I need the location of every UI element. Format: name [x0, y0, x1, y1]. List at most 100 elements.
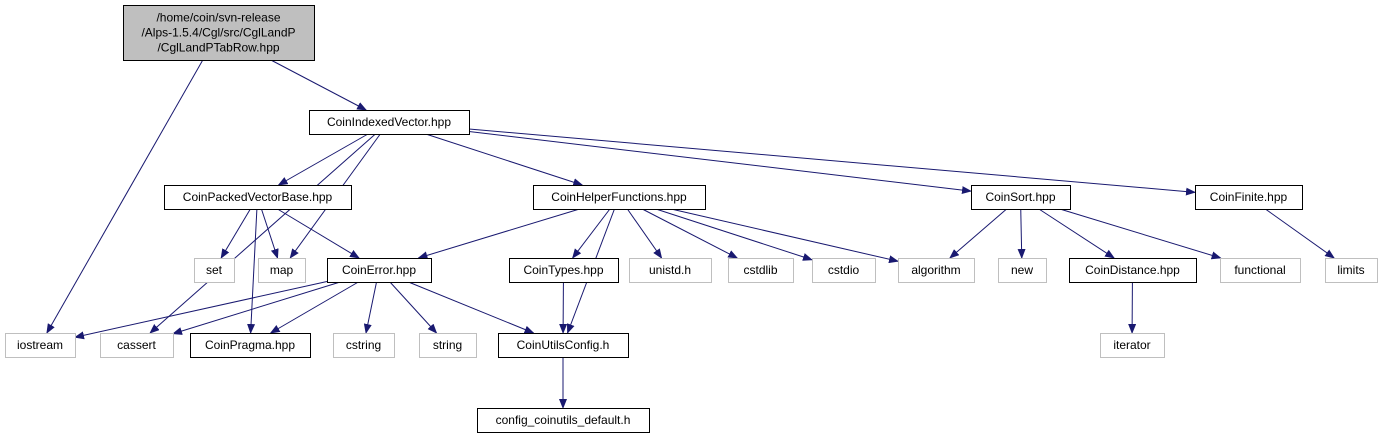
node-box	[971, 185, 1071, 210]
edge-coin-sort-to-new	[1017, 208, 1026, 259]
node-label: functional	[1234, 263, 1285, 277]
edge-root-to-iostream	[46, 59, 204, 334]
nodes-layer: /home/coin/svn-release/Alps-1.5.4/Cgl/sr…	[5, 5, 1378, 433]
node-label: CoinDistance.hpp	[1085, 263, 1180, 277]
node-box	[533, 185, 706, 210]
node-limits: limits	[1325, 258, 1378, 283]
node-label: CoinError.hpp	[342, 263, 416, 277]
node-box	[1100, 333, 1165, 358]
node-label: CoinTypes.hpp	[523, 263, 603, 277]
node-box	[998, 258, 1047, 283]
node-coin-sort[interactable]: CoinSort.hpp	[971, 185, 1071, 210]
edge-coin-helper-functions-to-coin-error	[417, 208, 580, 260]
node-coin-indexed-vector[interactable]: CoinIndexedVector.hpp	[309, 110, 470, 135]
edge-coin-error-to-string	[389, 281, 438, 334]
node-coin-utils-config[interactable]: CoinUtilsConfig.h	[498, 333, 629, 358]
node-label: config_coinutils_default.h	[496, 413, 631, 427]
edge-coin-sort-to-coin-distance	[1038, 208, 1115, 259]
node-iostream: iostream	[5, 333, 76, 358]
node-coin-pragma[interactable]: CoinPragma.hpp	[190, 333, 311, 358]
node-new: new	[998, 258, 1047, 283]
node-coin-finite[interactable]: CoinFinite.hpp	[1195, 185, 1303, 210]
edge-root-to-coin-indexed-vector	[270, 59, 368, 111]
node-box	[728, 258, 794, 283]
node-label: cstring	[346, 338, 381, 352]
node-label: CoinPragma.hpp	[205, 338, 295, 352]
node-box	[1195, 185, 1303, 210]
node-cstdlib: cstdlib	[728, 258, 794, 283]
node-coin-error[interactable]: CoinError.hpp	[327, 258, 432, 283]
node-label: iostream	[17, 338, 63, 352]
node-string: string	[419, 333, 477, 358]
node-box	[190, 333, 311, 358]
node-box	[1220, 258, 1301, 283]
node-label: cassert	[117, 338, 156, 352]
node-box	[333, 333, 395, 358]
node-cstring: cstring	[333, 333, 395, 358]
node-box	[100, 333, 174, 358]
node-box	[477, 408, 650, 433]
node-label: limits	[1337, 263, 1364, 277]
node-config-coinutils-default[interactable]: config_coinutils_default.h	[477, 408, 650, 433]
node-box	[194, 258, 235, 283]
edge-coin-indexed-vector-to-coin-sort	[468, 131, 972, 195]
node-box	[1325, 258, 1378, 283]
node-functional: functional	[1220, 258, 1301, 283]
edge-coin-helper-functions-to-algorithm	[670, 208, 899, 264]
edge-coin-helper-functions-to-unistd	[626, 208, 663, 259]
node-label: /Alps-1.5.4/Cgl/src/CglLandP	[141, 26, 295, 40]
node-label: CoinSort.hpp	[985, 190, 1055, 204]
node-box	[327, 258, 432, 283]
edge-coin-helper-functions-to-cstdlib	[642, 208, 739, 259]
edge-coin-packed-vector-base-to-set	[220, 208, 251, 259]
node-label: string	[433, 338, 462, 352]
node-box	[629, 258, 712, 283]
edge-coin-helper-functions-to-cstdio	[655, 208, 813, 261]
edge-coin-indexed-vector-to-coin-helper-functions	[425, 133, 584, 187]
edge-coin-error-to-cstring	[363, 281, 378, 334]
node-label: cstdio	[828, 263, 860, 277]
node-box	[123, 5, 315, 61]
node-unistd: unistd.h	[629, 258, 712, 283]
edge-coin-indexed-vector-to-coin-packed-vector-base	[277, 133, 369, 186]
node-label: iterator	[1113, 338, 1150, 352]
node-box	[5, 333, 76, 358]
edge-coin-sort-to-algorithm	[949, 208, 1007, 259]
node-box	[164, 185, 352, 210]
edge-coin-finite-to-limits	[1265, 208, 1335, 259]
node-label: CoinIndexedVector.hpp	[327, 115, 451, 129]
node-box	[419, 333, 477, 358]
node-box	[498, 333, 629, 358]
node-box	[258, 258, 306, 283]
node-algorithm: algorithm	[898, 258, 975, 283]
node-label: CoinHelperFunctions.hpp	[551, 190, 687, 204]
edge-coin-packed-vector-base-to-coin-error	[277, 208, 360, 259]
node-coin-helper-functions[interactable]: CoinHelperFunctions.hpp	[533, 185, 706, 210]
node-cassert: cassert	[100, 333, 174, 358]
edge-coin-packed-vector-base-to-coin-pragma	[247, 208, 258, 334]
node-box	[898, 258, 975, 283]
node-coin-types[interactable]: CoinTypes.hpp	[509, 258, 619, 283]
node-map: map	[258, 258, 306, 283]
node-box	[1069, 258, 1197, 283]
edge-coin-helper-functions-to-coin-types	[572, 208, 611, 259]
node-set: set	[194, 258, 235, 283]
edge-coin-error-to-cassert	[172, 281, 341, 335]
edge-coin-indexed-vector-to-cassert	[149, 133, 376, 334]
node-label: set	[206, 263, 223, 277]
edge-coin-error-to-coin-pragma	[269, 281, 359, 334]
node-root[interactable]: /home/coin/svn-release/Alps-1.5.4/Cgl/sr…	[123, 5, 315, 61]
node-box	[509, 258, 619, 283]
node-label: new	[1011, 263, 1033, 277]
edge-coin-error-to-iostream	[74, 281, 328, 340]
edge-coin-packed-vector-base-to-map	[260, 208, 279, 259]
node-coin-packed-vector-base[interactable]: CoinPackedVectorBase.hpp	[164, 185, 352, 210]
node-label: algorithm	[911, 263, 960, 277]
node-label: CoinPackedVectorBase.hpp	[183, 190, 333, 204]
node-coin-distance[interactable]: CoinDistance.hpp	[1069, 258, 1197, 283]
node-label: unistd.h	[649, 263, 691, 277]
node-label: CoinUtilsConfig.h	[517, 338, 610, 352]
node-label: map	[270, 263, 294, 277]
node-label: cstdlib	[743, 263, 777, 277]
